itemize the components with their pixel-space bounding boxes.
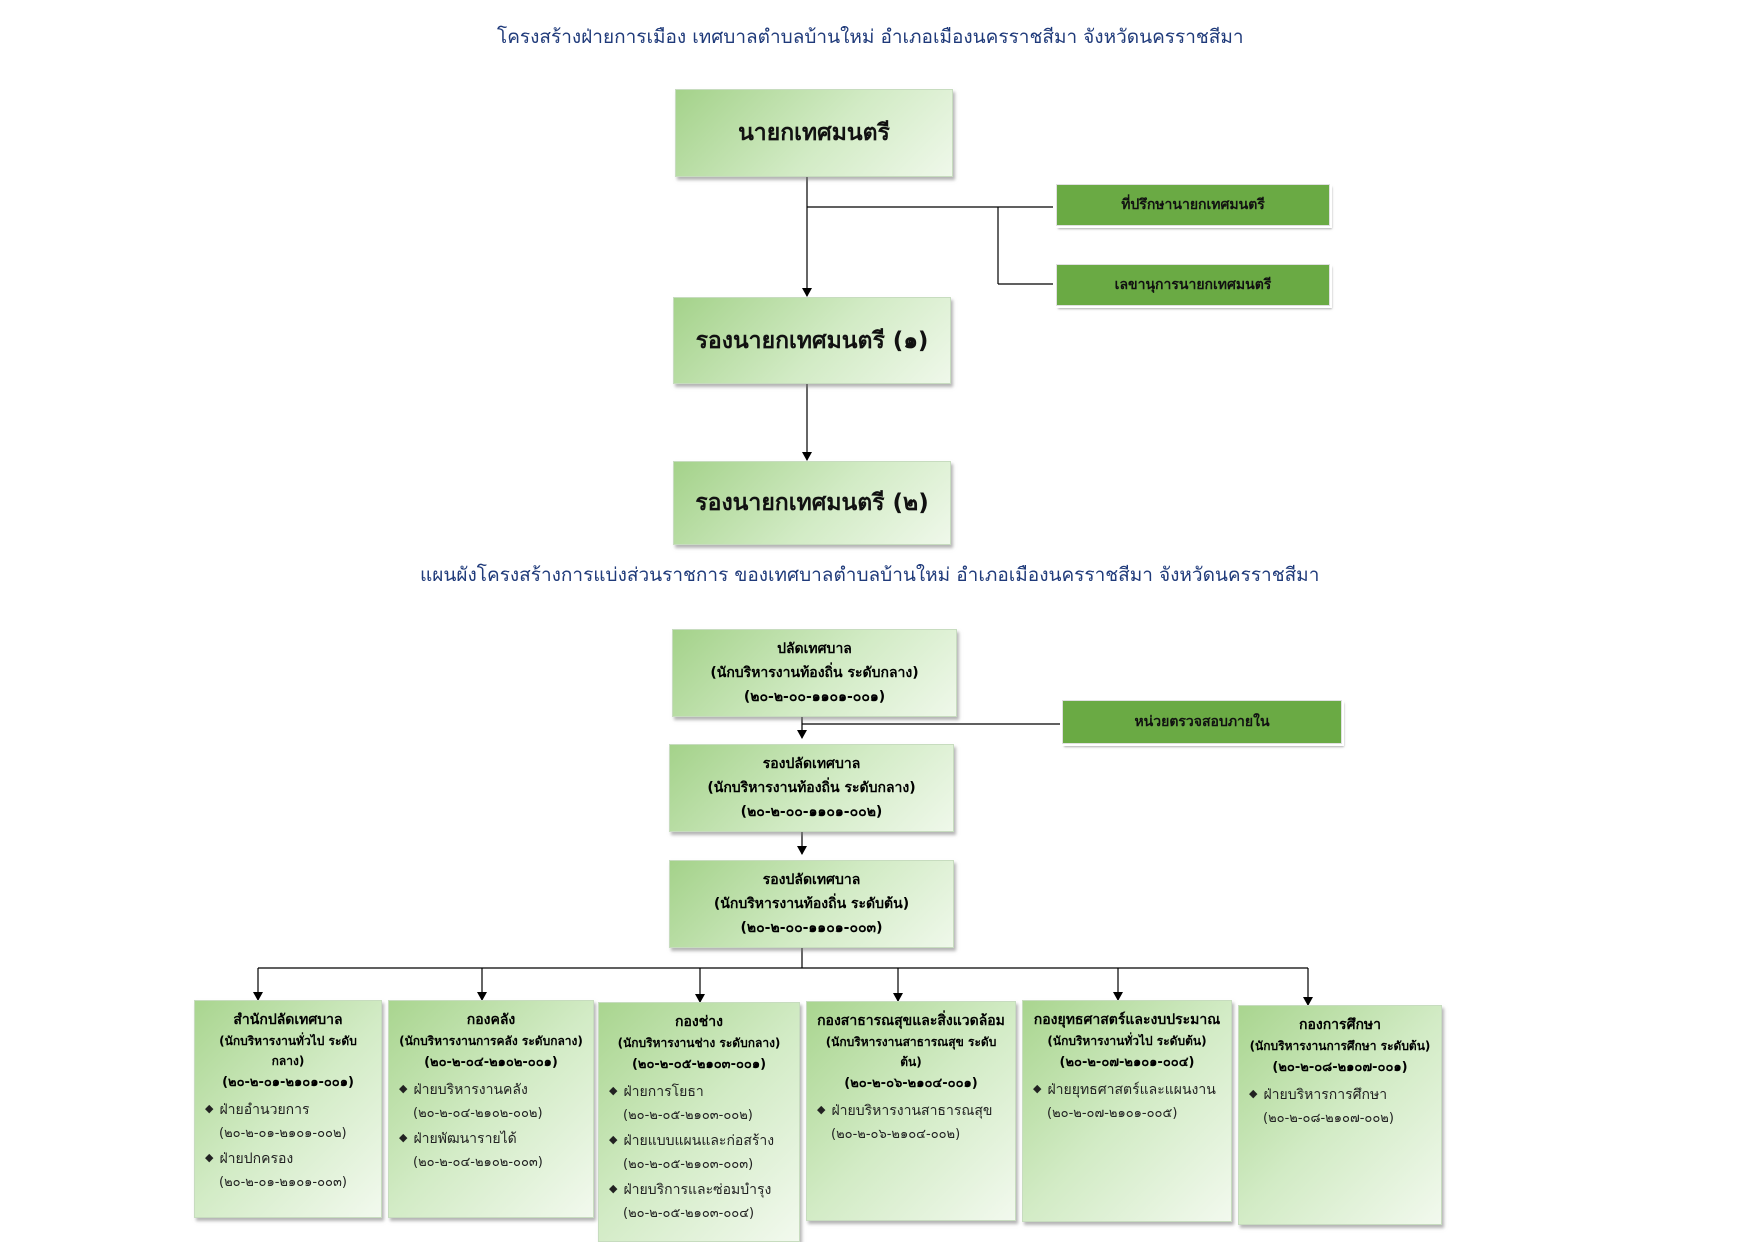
department-box-public-health: กองสาธารณสุขและสิ่งแวดล้อม (นักบริหารงาน… (806, 1001, 1016, 1221)
deputy-clerk-2-level: (นักบริหารงานท้องถิ่น ระดับต้น) (713, 896, 910, 912)
unit-name: ฝ่ายการโยธา (623, 1084, 704, 1100)
internal-audit-box: หน่วยตรวจสอบภายใน (1060, 698, 1344, 746)
admin-structure-title: แผนผังโครงสร้างการแบ่งส่วนราชการ ของเทศบ… (420, 564, 1320, 586)
diamond-bullet-icon: ◆ (205, 1151, 214, 1164)
department-box-strategy-budget: กองยุทธศาสตร์และงบประมาณ (นักบริหารงานทั… (1022, 1000, 1232, 1222)
department-level: (นักบริหารงานทั่วไป ระดับต้น) (1047, 1034, 1207, 1048)
internal-audit-label: หน่วยตรวจสอบภายใน (1134, 714, 1270, 730)
diamond-bullet-icon: ◆ (399, 1131, 408, 1144)
deputy-mayor-2-label: รองนายกเทศมนตรี (๒) (695, 490, 929, 516)
department-level: (นักบริหารงานทั่วไป ระดับกลาง) (219, 1034, 357, 1068)
department-name: กองสาธารณสุขและสิ่งแวดล้อม (817, 1013, 1005, 1029)
unit-item: ◆ ฝ่ายบริหารงานสาธารณสุข (817, 1098, 1005, 1123)
unit-item: ◆ ฝ่ายปกครอง (205, 1146, 371, 1171)
secretary-box: เลขานุการนายกเทศมนตรี (1054, 262, 1332, 308)
unit-code: (๒๐-๒-๐๘-๒๑๐๗-๐๐๒) (1263, 1111, 1394, 1126)
unit-name: ฝ่ายบริหารการศึกษา (1263, 1087, 1388, 1103)
unit-item: ◆ ฝ่ายบริหารการศึกษา (1249, 1082, 1431, 1107)
unit-code: (๒๐-๒-๐๔-๒๑๐๒-๐๐๓) (413, 1155, 543, 1170)
department-level: (นักบริหารงานการคลัง ระดับกลาง) (399, 1034, 583, 1048)
department-name: กองยุทธศาสตร์และงบประมาณ (1033, 1012, 1221, 1028)
deputy-clerk-2-box: รองปลัดเทศบาล (นักบริหารงานท้องถิ่น ระดั… (669, 860, 954, 948)
unit-name: ฝ่ายปกครอง (219, 1151, 294, 1167)
department-box-engineering: กองช่าง (นักบริหารงานช่าง ระดับกลาง) (๒๐… (598, 1002, 800, 1242)
unit-code: (๒๐-๒-๐๑-๒๑๐๑-๐๐๓) (219, 1175, 347, 1190)
unit-name: ฝ่ายแบบแผนและก่อสร้าง (623, 1133, 775, 1149)
department-level: (นักบริหารงานสาธารณสุข ระดับต้น) (825, 1035, 997, 1069)
department-level: (นักบริหารงานการศึกษา ระดับต้น) (1249, 1039, 1431, 1053)
unit-code: (๒๐-๒-๐๗-๒๑๐๑-๐๐๕) (1047, 1106, 1178, 1121)
unit-item: ◆ ฝ่ายบริการและซ่อมบำรุง (609, 1177, 789, 1202)
mayor-label: นายกเทศมนตรี (738, 120, 890, 146)
deputy-clerk-1-level: (นักบริหารงานท้องถิ่น ระดับกลาง) (707, 780, 916, 796)
unit-name: ฝ่ายอำนวยการ (219, 1102, 310, 1118)
deputy-clerk-1-box: รองปลัดเทศบาล (นักบริหารงานท้องถิ่น ระดั… (669, 744, 954, 832)
department-box-finance: กองคลัง (นักบริหารงานการคลัง ระดับกลาง) … (388, 1000, 594, 1218)
deputy-mayor-1-box: รองนายกเทศมนตรี (๑) (673, 297, 951, 384)
department-code: (๒๐-๒-๐๗-๒๑๐๑-๐๐๔) (1059, 1055, 1195, 1070)
unit-name: ฝ่ายยุทธศาสตร์และแผนงาน (1047, 1082, 1216, 1098)
mayor-box: นายกเทศมนตรี (675, 89, 953, 177)
unit-name: ฝ่ายพัฒนารายได้ (413, 1131, 517, 1147)
unit-name: ฝ่ายบริหารงานสาธารณสุข (831, 1103, 993, 1119)
unit-code: (๒๐-๒-๐๑-๒๑๐๑-๐๐๒) (219, 1126, 347, 1141)
department-name: กองการศึกษา (1298, 1017, 1382, 1033)
diamond-bullet-icon: ◆ (1249, 1087, 1258, 1100)
department-name: กองช่าง (675, 1014, 723, 1030)
unit-code: (๒๐-๒-๐๕-๒๑๐๓-๐๐๒) (623, 1108, 753, 1123)
unit-code: (๒๐-๒-๐๕-๒๑๐๓-๐๐๓) (623, 1157, 754, 1172)
department-code: (๒๐-๒-๐๔-๒๑๐๒-๐๐๑) (424, 1055, 558, 1070)
advisor-label: ที่ปรึกษานายกเทศมนตรี (1121, 197, 1265, 213)
political-structure-title: โครงสร้างฝ่ายการเมือง เทศบาลตำบลบ้านใหม่… (497, 26, 1244, 48)
unit-name: ฝ่ายบริหารงานคลัง (413, 1082, 528, 1098)
deputy-clerk-1-name: รองปลัดเทศบาล (762, 756, 861, 772)
unit-item: ◆ ฝ่ายอำนวยการ (205, 1097, 371, 1122)
unit-item: ◆ ฝ่ายแบบแผนและก่อสร้าง (609, 1128, 789, 1153)
diamond-bullet-icon: ◆ (399, 1082, 408, 1095)
unit-item: ◆ ฝ่ายยุทธศาสตร์และแผนงาน (1033, 1077, 1221, 1102)
diamond-bullet-icon: ◆ (609, 1133, 618, 1146)
secretary-label: เลขานุการนายกเทศมนตรี (1114, 277, 1272, 293)
department-code: (๒๐-๒-๐๖-๒๑๐๔-๐๐๑) (844, 1076, 978, 1091)
deputy-mayor-2-box: รองนายกเทศมนตรี (๒) (673, 461, 951, 545)
department-level: (นักบริหารงานช่าง ระดับกลาง) (617, 1036, 781, 1050)
unit-code: (๒๐-๒-๐๖-๒๑๐๔-๐๐๒) (831, 1127, 961, 1142)
municipal-clerk-name: ปลัดเทศบาล (777, 641, 852, 657)
diamond-bullet-icon: ◆ (609, 1084, 618, 1097)
department-box-office-of-clerk: สำนักปลัดเทศบาล (นักบริหารงานทั่วไป ระดั… (194, 1000, 382, 1218)
department-code: (๒๐-๒-๐๘-๒๑๐๗-๐๐๑) (1272, 1060, 1408, 1075)
municipal-clerk-level: (นักบริหารงานท้องถิ่น ระดับกลาง) (710, 665, 919, 681)
diamond-bullet-icon: ◆ (205, 1102, 214, 1115)
unit-name: ฝ่ายบริการและซ่อมบำรุง (623, 1182, 772, 1198)
municipal-clerk-box: ปลัดเทศบาล (นักบริหารงานท้องถิ่น ระดับกล… (672, 629, 957, 717)
unit-code: (๒๐-๒-๐๔-๒๑๐๒-๐๐๒) (413, 1106, 543, 1121)
unit-item: ◆ ฝ่ายการโยธา (609, 1079, 789, 1104)
unit-item: ◆ ฝ่ายบริหารงานคลัง (399, 1077, 583, 1102)
unit-code: (๒๐-๒-๐๕-๒๑๐๓-๐๐๔) (623, 1206, 755, 1221)
diamond-bullet-icon: ◆ (817, 1103, 826, 1116)
municipal-clerk-code: (๒๐-๒-๐๐-๑๑๐๑-๐๐๑) (743, 689, 886, 705)
deputy-clerk-1-code: (๒๐-๒-๐๐-๑๑๐๑-๐๐๒) (740, 804, 883, 820)
department-code: (๒๐-๒-๐๕-๒๑๐๓-๐๐๑) (631, 1057, 767, 1072)
deputy-clerk-2-code: (๒๐-๒-๐๐-๑๑๐๑-๐๐๓) (740, 920, 883, 936)
advisor-box: ที่ปรึกษานายกเทศมนตรี (1054, 182, 1332, 228)
department-name: กองคลัง (466, 1012, 516, 1028)
department-box-education: กองการศึกษา (นักบริหารงานการศึกษา ระดับต… (1238, 1005, 1442, 1225)
deputy-clerk-2-name: รองปลัดเทศบาล (762, 872, 861, 888)
diamond-bullet-icon: ◆ (1033, 1082, 1042, 1095)
department-name: สำนักปลัดเทศบาล (233, 1012, 343, 1028)
unit-item: ◆ ฝ่ายพัฒนารายได้ (399, 1126, 583, 1151)
deputy-mayor-1-label: รองนายกเทศมนตรี (๑) (695, 327, 929, 354)
department-code: (๒๐-๒-๐๑-๒๑๐๑-๐๐๑) (222, 1075, 354, 1090)
diamond-bullet-icon: ◆ (609, 1182, 618, 1195)
